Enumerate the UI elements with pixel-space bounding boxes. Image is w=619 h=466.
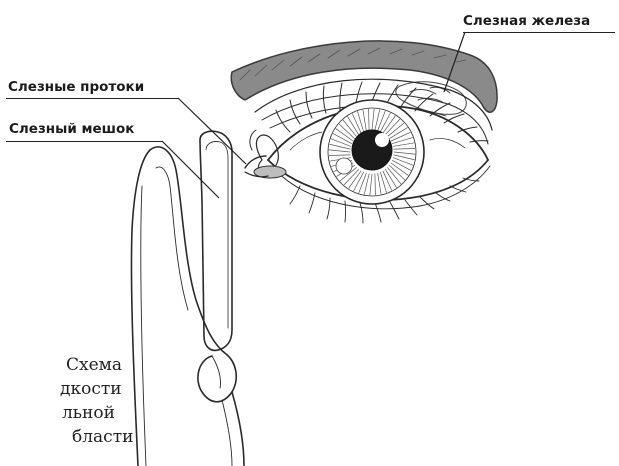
iris-highlight: [336, 158, 352, 174]
lacrimal-sac: [200, 131, 232, 350]
label-lacrimal-gland-underline: [463, 32, 615, 33]
caption-line-3: льной: [62, 402, 115, 424]
caption-line-1: Схема: [66, 354, 122, 376]
caption-line-2: дкости: [60, 378, 122, 400]
label-lacrimal-gland: Слезная железа: [463, 13, 590, 29]
label-lacrimal-ducts-underline: [6, 98, 178, 99]
caption-line-4: бласти: [72, 426, 133, 448]
ducts-leader: [178, 98, 246, 164]
label-lacrimal-sac: Слезный мешок: [9, 121, 134, 137]
label-lacrimal-ducts: Слезные протоки: [8, 79, 144, 95]
pupil-highlight: [375, 133, 389, 147]
label-lacrimal-sac-underline: [6, 141, 162, 142]
